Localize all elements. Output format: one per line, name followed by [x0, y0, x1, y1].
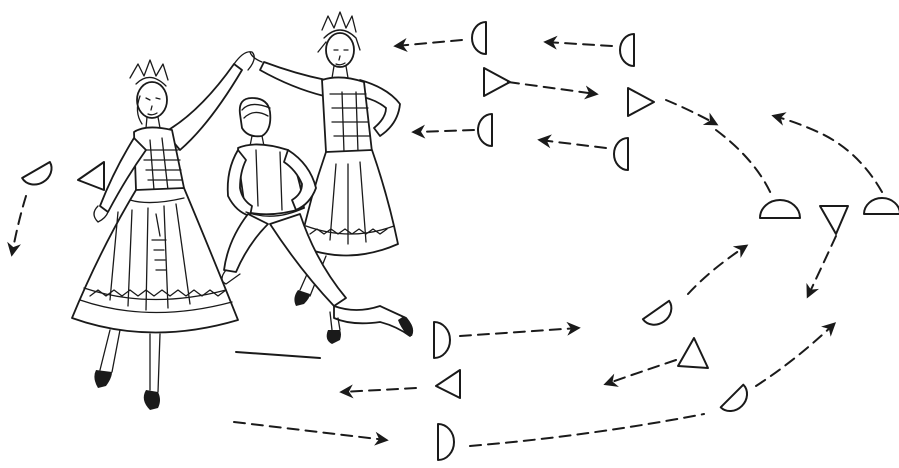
path-arrow	[756, 324, 834, 386]
woman-half-circle-symbol	[760, 200, 800, 218]
dancers-illustration	[72, 12, 413, 410]
man-triangle-symbol	[484, 68, 510, 96]
woman-half-circle-symbol	[438, 424, 454, 460]
path-arrow	[716, 130, 772, 196]
path-arrow	[774, 116, 882, 192]
path-arrow	[234, 422, 386, 440]
path-arrow	[508, 82, 596, 94]
path-arrow	[396, 40, 462, 46]
path-arrow	[470, 414, 704, 446]
woman-half-circle-symbol	[643, 301, 677, 331]
path-arrow	[546, 42, 612, 46]
path-arrow	[460, 328, 578, 336]
path-arrow	[342, 388, 416, 392]
path-arrow	[540, 140, 606, 148]
man-triangle-symbol	[628, 88, 654, 116]
woman-half-circle-symbol	[620, 34, 634, 66]
woman-half-circle-symbol	[22, 162, 57, 190]
man-triangle-symbol	[820, 206, 848, 234]
path-line	[236, 352, 320, 358]
woman-half-circle-symbol	[864, 198, 899, 214]
woman-half-circle-symbol	[614, 138, 628, 170]
path-arrow	[666, 100, 716, 124]
woman-half-circle-symbol	[478, 114, 492, 146]
path-arrow	[12, 196, 26, 254]
woman-half-circle-symbol	[721, 385, 754, 418]
man-triangle-symbol	[678, 338, 708, 368]
man-triangle-symbol	[78, 162, 104, 190]
woman-dancer-left	[72, 52, 254, 410]
path-arrow	[606, 360, 676, 384]
path-arrow	[414, 130, 474, 132]
path-arrow	[808, 236, 836, 296]
woman-half-circle-symbol	[472, 22, 486, 54]
man-triangle-symbol	[436, 370, 460, 398]
woman-half-circle-symbol	[434, 322, 450, 358]
path-arrow	[688, 246, 746, 294]
